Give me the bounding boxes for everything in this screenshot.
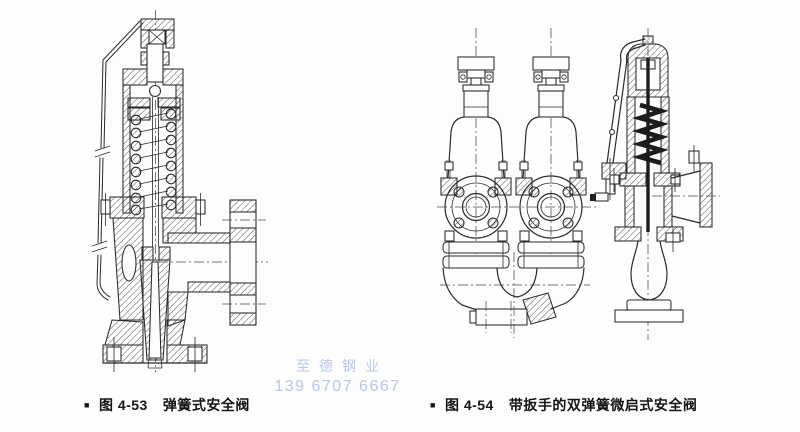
spring-coils [632,102,669,166]
adjusting-screw-cap [140,18,175,83]
body-and-flanges [609,168,684,252]
figure-title: 弹簧式安全阀 [162,397,250,413]
watermark-company: 至德钢业 [296,358,388,374]
figure-label: 图 4-54 [444,397,494,413]
spring-housing [626,35,670,232]
figure-label: 图 4-53 [98,397,148,413]
double-valve-front-view [437,27,596,338]
caption-bullet-icon: ■ [84,399,90,410]
watermark: 至德钢业 139 6707 6667 [255,356,420,396]
figure-4-53-drawing [91,10,268,372]
figure-title: 带扳手的双弹簧微启式安全阀 [508,397,698,413]
y-manifold [442,252,585,338]
watermark-phone: 139 6707 6667 [274,378,401,395]
figure-4-54-caption: ■ 图 4-54 带扳手的双弹簧微启式安全阀 [430,395,697,415]
figure-4-53-caption: ■ 图 4-53 弹簧式安全阀 [84,395,250,415]
outlet-flange [222,199,266,326]
figure-4-54-drawing [437,27,720,340]
caption-bullet-icon: ■ [430,399,436,410]
side-outlet-flange [652,145,720,228]
inlet-bell-and-base [614,240,684,323]
valve-side-view [590,28,720,340]
bonnet-body-flange [100,193,206,226]
nozzle-and-inlet [102,259,208,372]
valve-spindle [152,97,159,247]
